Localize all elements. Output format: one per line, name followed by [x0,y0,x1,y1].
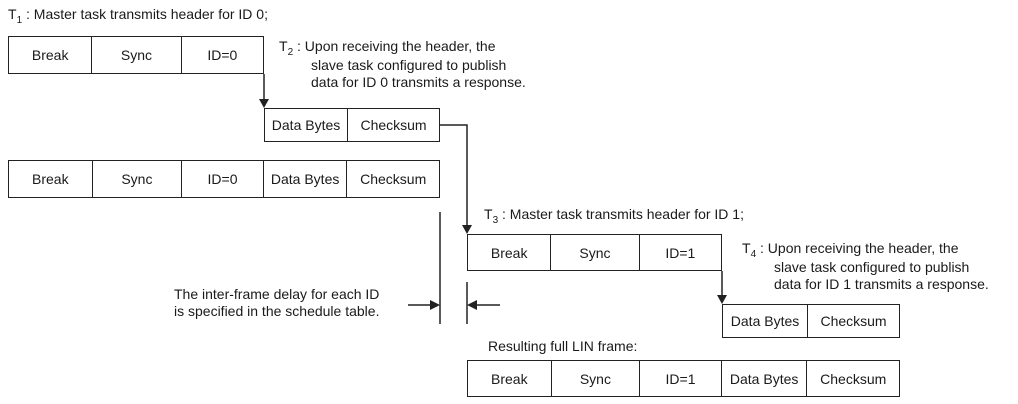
response-frame-id1: Data Bytes Checksum [722,304,900,338]
arrow-response0-to-header1 [440,124,468,226]
header-frame-id1: Break Sync ID=1 [467,234,722,271]
break-field: Break [9,161,93,197]
t1-caption: T1 : Master task transmits header for ID… [8,6,268,26]
arrowhead [259,99,269,108]
data-bytes-field: Data Bytes [722,361,808,396]
full-frame-id1: Break Sync ID=1 Data Bytes Checksum [467,360,900,397]
checksum-field: Checksum [820,370,887,387]
sync-field: Sync [552,361,641,396]
break-field: Break [468,361,552,396]
header-frame-id0: Break Sync ID=0 [8,36,264,74]
t3-caption: T3 : Master task transmits header for ID… [484,206,744,226]
data-bytes-field: Data Bytes [264,161,348,197]
arrowhead [462,225,472,234]
sync-field: Sync [92,37,182,73]
sync-field: Sync [551,235,640,270]
arrowhead [467,300,477,310]
inter-frame-delay-note: The inter-frame delay for each ID is spe… [174,286,380,319]
data-bytes-field: Data Bytes [265,109,349,141]
resulting-frame-label: Resulting full LIN frame: [488,338,638,354]
sync-field: Sync [93,161,183,197]
t4-caption: T4 : Upon receiving the header, the slav… [742,240,989,292]
checksum-field: Checksum [360,117,427,133]
arrowhead [430,300,440,310]
id-field: ID=1 [665,244,696,261]
data-bytes-field: Data Bytes [723,305,809,337]
id-field: ID=0 [182,161,264,197]
checksum-field: Checksum [360,171,427,187]
break-field: Break [9,37,93,73]
break-field: Break [468,235,552,270]
id-field: ID=0 [207,47,238,63]
checksum-field: Checksum [820,313,887,329]
arrowhead [717,295,727,304]
t2-caption: T2 : Upon receiving the header, the slav… [279,38,526,90]
id-field: ID=1 [640,361,722,396]
full-frame-id0: Break Sync ID=0 Data Bytes Checksum [8,160,440,198]
response-frame-id0: Data Bytes Checksum [264,108,440,142]
